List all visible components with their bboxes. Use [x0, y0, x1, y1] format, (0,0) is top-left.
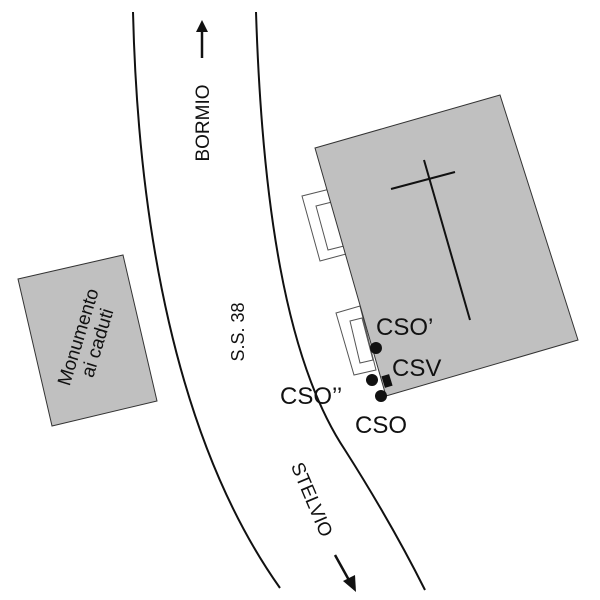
point-cso-double-marker [366, 374, 378, 386]
point-cso-marker [375, 390, 387, 402]
point-cso-label: CSO [355, 412, 407, 439]
road-right-edge [255, 11, 426, 591]
point-cso-prime-label: CSO’ [376, 314, 433, 341]
road-left-edge [132, 11, 281, 589]
arrow-down-icon [333, 554, 356, 592]
road-label: S.S. 38 [228, 302, 248, 361]
point-cso-double-label: CSO’’ [280, 383, 342, 410]
point-csv-marker [381, 374, 393, 388]
upper-porch [301, 188, 347, 262]
cross-horizontal [390, 171, 456, 190]
cross-vertical [423, 159, 471, 321]
stelvio-label: STELVIO [286, 459, 336, 540]
point-csv-label: CSV [392, 355, 441, 382]
bormio-label: BORMIO [193, 84, 214, 161]
monument-building [17, 254, 158, 427]
point-cso-prime-marker [370, 342, 382, 354]
lower-porch [335, 305, 377, 376]
arrow-up-icon [196, 20, 208, 58]
church-building [314, 94, 579, 397]
